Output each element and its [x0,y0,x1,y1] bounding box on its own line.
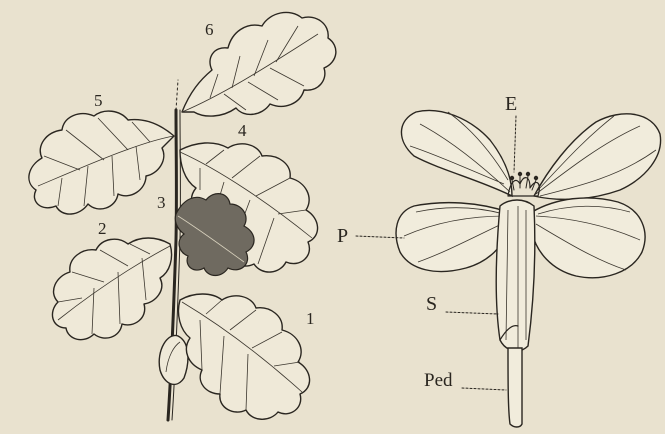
leafy-shoot: 1 2 3 4 5 6 [29,12,336,420]
leaf-label-3: 3 [157,193,166,212]
stem-tip-dots [176,80,178,110]
leader-Ped [462,388,506,390]
leader-S [446,312,498,314]
label-S: S [426,293,437,315]
leaf-label-2: 2 [98,219,107,238]
leaf-label-1: 1 [306,309,315,328]
stamens [508,178,539,196]
label-E: E [505,93,517,115]
petal-lower-left [396,203,510,272]
leaf-label-6: 6 [205,20,214,39]
leaf-1 [178,294,309,419]
petal-upper-right [534,114,661,200]
calyx [496,200,535,351]
leaf-2 [52,238,171,340]
leader-E [514,116,516,172]
basal-bud [159,335,188,384]
anther-3 [526,172,530,176]
anther-1 [510,176,514,180]
leaf-5 [29,111,174,214]
flower: E P S Ped [337,93,661,427]
pedicel [508,348,522,427]
leaf-label-5: 5 [94,91,103,110]
anther-4 [534,176,538,180]
petal-upper-left [401,110,512,196]
label-P: P [337,225,348,247]
label-Ped: Ped [424,370,453,391]
anther-2 [518,172,522,176]
petal-lower-right [532,198,645,278]
leaf-label-4: 4 [238,121,247,140]
